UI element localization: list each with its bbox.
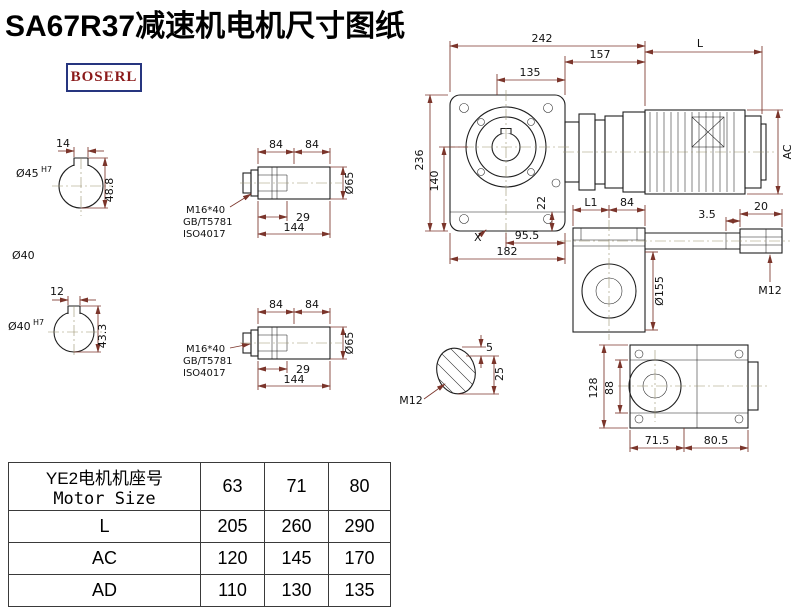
label-standard2-bottom: ISO4017 — [183, 368, 226, 379]
dim-key-width-45: 14 — [56, 137, 70, 150]
dim-motor-length: L — [697, 37, 704, 50]
dim-flange-width: 135 — [520, 66, 541, 79]
page-title: SA67R37减速机电机尺寸图纸 — [5, 10, 406, 43]
label-datum-x: X — [474, 231, 482, 244]
value-AC-80: 170 — [328, 542, 391, 575]
dim-adapter-length: 157 — [590, 48, 611, 61]
label-standard2-top: ISO4017 — [183, 229, 226, 240]
brand-logo-text: BOSERL — [70, 69, 138, 85]
label-standard1-top: GB/T5781 — [183, 217, 233, 228]
value-L-63: 205 — [200, 510, 265, 543]
dim-motor-diameter-ac: AC — [781, 144, 794, 159]
frame-size-71: 71 — [264, 462, 329, 511]
table-row-L: L 205 260 290 — [8, 510, 391, 543]
value-L-80: 290 — [328, 510, 391, 543]
brand-logo-box: BOSERL — [66, 63, 142, 92]
shaft-end-detail: 5 25 M12 — [399, 335, 506, 407]
dim-keyway-depth-45: 48.8 — [103, 178, 116, 203]
gearbox-top-view: 128 88 71.5 80.5 — [587, 344, 768, 452]
dim-l1: L1 — [584, 196, 597, 209]
dim-71-5: 71.5 — [645, 434, 670, 447]
value-AD-63: 110 — [200, 574, 265, 607]
dim-foot-height: 22 — [535, 196, 548, 210]
dim-top-128: 128 — [587, 378, 600, 399]
value-AD-80: 135 — [328, 574, 391, 607]
dim-flange-diameter: Ø155 — [653, 276, 666, 306]
table-header-row: YE2电机机座号 Motor Size 63 71 80 — [8, 462, 391, 511]
label-bolt-top: M16*40 — [186, 205, 225, 216]
row-label-AD: AD — [8, 574, 201, 607]
dim-key-length-top: 29 — [296, 211, 310, 224]
dim-overall-height: 236 — [413, 150, 426, 171]
value-AC-63: 120 — [200, 542, 265, 575]
dim-side-84: 84 — [620, 196, 634, 209]
dim-seg-a-top: 84 — [269, 138, 283, 151]
dim-overall-width: 242 — [532, 32, 553, 45]
dim-base-width: 182 — [497, 245, 518, 258]
label-dia-40-note: Ø40 — [12, 249, 35, 262]
bore-view-40: 12 Ø40 H7 43.3 — [8, 285, 109, 358]
table-row-AC: AC 120 145 170 — [8, 542, 391, 575]
gearmotor-front-view: 242 135 157 L 236 140 22 95.5 — [413, 32, 794, 264]
table-header-en: Motor Size — [53, 489, 156, 509]
value-AC-71: 145 — [264, 542, 329, 575]
table-header-cn: YE2电机机座号 — [45, 469, 164, 488]
table-row-AD: AD 110 130 135 — [8, 574, 391, 607]
frame-size-80: 80 — [328, 462, 391, 511]
dim-diameter-bottom: Ø65 — [343, 332, 356, 355]
label-bore-40: Ø40 — [8, 320, 31, 333]
dim-key-width-40: 12 — [50, 285, 64, 298]
dim-total-length-bottom: 144 — [284, 373, 305, 386]
gearbox-side-view: L1 84 20 3.5 Ø155 M12 — [560, 196, 790, 340]
dim-total-length-top: 144 — [284, 221, 305, 234]
dim-key-length-bottom: 29 — [296, 363, 310, 376]
label-tap-m12-detail: M12 — [399, 394, 423, 407]
dim-top-88: 88 — [603, 381, 616, 395]
dim-key-width-20: 20 — [754, 200, 768, 213]
dim-center-to-face: 95.5 — [515, 229, 540, 242]
dim-diameter-top: Ø65 — [343, 172, 356, 195]
dim-key-width-25: 25 — [493, 367, 506, 381]
table-header-motor-size: YE2电机机座号 Motor Size — [8, 462, 201, 511]
dim-keyway-depth-40: 43.3 — [96, 324, 109, 349]
dim-seg-b-bottom: 84 — [305, 298, 319, 311]
dim-seg-a-bottom: 84 — [269, 298, 283, 311]
shaft-view-top: 84 84 M16*40 GB/T5781 ISO4017 29 144 Ø65 — [183, 138, 356, 240]
label-bore-40-tol: H7 — [33, 318, 44, 327]
label-bolt-bottom: M16*40 — [186, 344, 225, 355]
row-label-L: L — [8, 510, 201, 543]
value-AD-71: 130 — [264, 574, 329, 607]
value-L-71: 260 — [264, 510, 329, 543]
shaft-view-bottom: 84 84 M16*40 GB/T5781 ISO4017 29 144 Ø65 — [183, 298, 356, 390]
dim-key-height-5: 5 — [486, 341, 493, 354]
row-label-AC: AC — [8, 542, 201, 575]
frame-size-63: 63 — [200, 462, 265, 511]
bore-view-45: 14 Ø45 H7 48.8 Ø40 — [12, 137, 116, 262]
dim-3-5: 3.5 — [698, 208, 716, 221]
label-standard1-bottom: GB/T5781 — [183, 356, 233, 367]
motor-size-table: YE2电机机座号 Motor Size 63 71 80 L 205 260 2… — [8, 462, 391, 607]
label-bore-45: Ø45 — [16, 167, 39, 180]
dim-80-5: 80.5 — [704, 434, 729, 447]
dim-seg-b-top: 84 — [305, 138, 319, 151]
label-bore-45-tol: H7 — [41, 165, 52, 174]
dim-center-height: 140 — [428, 171, 441, 192]
label-tap-m12-side: M12 — [758, 284, 782, 297]
